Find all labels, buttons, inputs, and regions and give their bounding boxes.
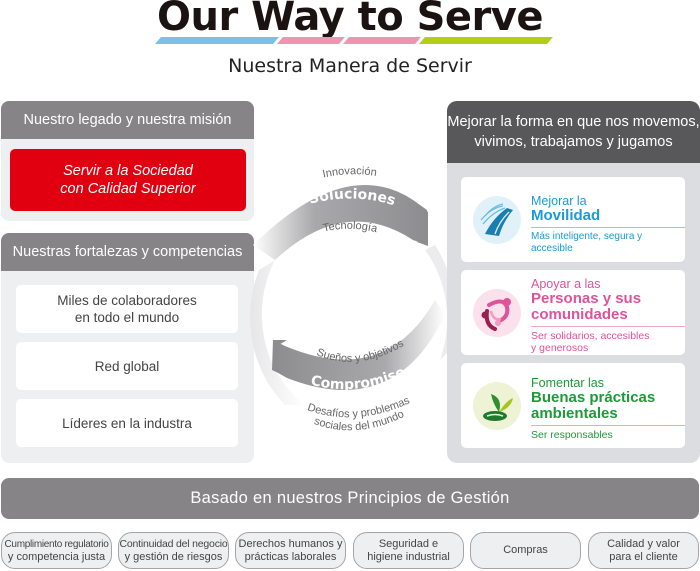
title-stripe-pink-2 bbox=[343, 37, 421, 44]
principle-line: y gestión de riesgos bbox=[124, 550, 223, 563]
goal-divider bbox=[531, 227, 685, 228]
strength-item: Líderes en la industra bbox=[16, 399, 238, 447]
page-title: Our Way to Serve bbox=[157, 0, 543, 40]
mission-line-1: Servir a la Sociedad bbox=[63, 163, 193, 179]
principle-line: Compras bbox=[503, 544, 548, 556]
principle-line: Derechos humanos y bbox=[238, 537, 343, 550]
goal-mobility: Mejorar la Movilidad Más inteligente, se… bbox=[461, 177, 685, 262]
goal-title: Personas y sus bbox=[531, 290, 642, 307]
people-community-icon bbox=[473, 288, 521, 337]
goal-subtitle: y generosos bbox=[531, 342, 589, 354]
strength-line: Miles de colaboradores bbox=[57, 293, 197, 308]
principle-line: Calidad y valor bbox=[607, 537, 680, 550]
cycle-diagram: Innovación Soluciones Tecnología Sueños … bbox=[250, 165, 455, 433]
principles-heading: Basado en nuestros Principios de Gestión bbox=[1, 478, 699, 519]
goal-people: Apoyar a las Personas y sus comunidades … bbox=[461, 270, 685, 355]
strength-line: en todo el mundo bbox=[74, 310, 180, 325]
improve-heading-line: Mejorar la forma en que nos movemos, bbox=[447, 114, 700, 130]
innovation-label: Innovación bbox=[321, 165, 377, 180]
commitment-arrow-chevron bbox=[272, 340, 287, 376]
goal-pre: Mejorar la bbox=[531, 194, 587, 208]
improve-heading: Mejorar la forma en que nos movemos, viv… bbox=[447, 101, 700, 163]
principle-line: prácticas laborales bbox=[244, 550, 337, 563]
goal-subtitle: Ser responsables bbox=[531, 429, 613, 441]
cycle-shading-left bbox=[250, 260, 305, 405]
principle-line: y competencia justa bbox=[7, 550, 106, 563]
mission-box: Servir a la Sociedad con Calidad Superio… bbox=[10, 149, 246, 211]
goal-divider bbox=[531, 425, 685, 426]
legacy-panel: Nuestro legado y nuestra misión Servir a… bbox=[1, 101, 254, 221]
principle-line: higiene industrial bbox=[367, 550, 450, 563]
strength-item: Red global bbox=[16, 342, 238, 390]
goal-title: ambientales bbox=[531, 405, 618, 422]
goal-title: comunidades bbox=[531, 306, 628, 323]
mobility-road-icon bbox=[473, 195, 521, 244]
principle-line: Continuidad del negocio bbox=[119, 537, 228, 550]
page-subtitle: Nuestra Manera de Servir bbox=[228, 55, 472, 77]
title-stripe-green bbox=[419, 37, 553, 44]
strength-item: Miles de colaboradores en todo el mundo bbox=[16, 285, 238, 333]
environment-leaf-icon bbox=[473, 381, 521, 430]
goal-environment: Fomentar las Buenas prácticas ambientale… bbox=[461, 363, 685, 448]
legacy-heading: Nuestro legado y nuestra misión bbox=[1, 101, 254, 139]
strength-line: Red global bbox=[94, 358, 160, 374]
strengths-panel: Nuestras fortalezas y competencias Miles… bbox=[1, 233, 254, 463]
principle-line: para el cliente bbox=[609, 550, 678, 563]
goal-title: Movilidad bbox=[531, 207, 601, 224]
commitment-arrow bbox=[273, 300, 445, 390]
principle-line: Cumplimiento regulatorio bbox=[4, 538, 109, 550]
solutions-label: Soluciones bbox=[307, 186, 397, 209]
goal-title: Buenas prácticas bbox=[531, 389, 656, 406]
solutions-arrow-chevron bbox=[415, 202, 428, 246]
improve-panel: Mejorar la forma en que nos movemos, viv… bbox=[447, 101, 700, 463]
solutions-arrow bbox=[253, 185, 427, 260]
improve-heading-line: vivimos, trabajamos y jugamos bbox=[474, 134, 673, 150]
goal-subtitle: Más inteligente, segura y accesible bbox=[531, 231, 643, 254]
goal-pre: Fomentar las bbox=[531, 376, 604, 390]
title-stripe-pink-1 bbox=[277, 37, 345, 44]
goal-divider bbox=[531, 326, 685, 327]
title-stripe-blue bbox=[155, 37, 279, 44]
goal-pre: Apoyar a las bbox=[531, 277, 601, 291]
goal-subtitle: Ser solidarios, accesibles bbox=[531, 330, 650, 342]
principle-line: Seguridad e bbox=[378, 537, 439, 550]
mission-line-2: con Calidad Superior bbox=[60, 181, 196, 197]
strength-line: Líderes en la industra bbox=[62, 415, 192, 431]
technology-label: Tecnología bbox=[322, 220, 379, 236]
strengths-heading: Nuestras fortalezas y competencias bbox=[1, 233, 254, 271]
principle-item: Compras bbox=[470, 532, 581, 569]
